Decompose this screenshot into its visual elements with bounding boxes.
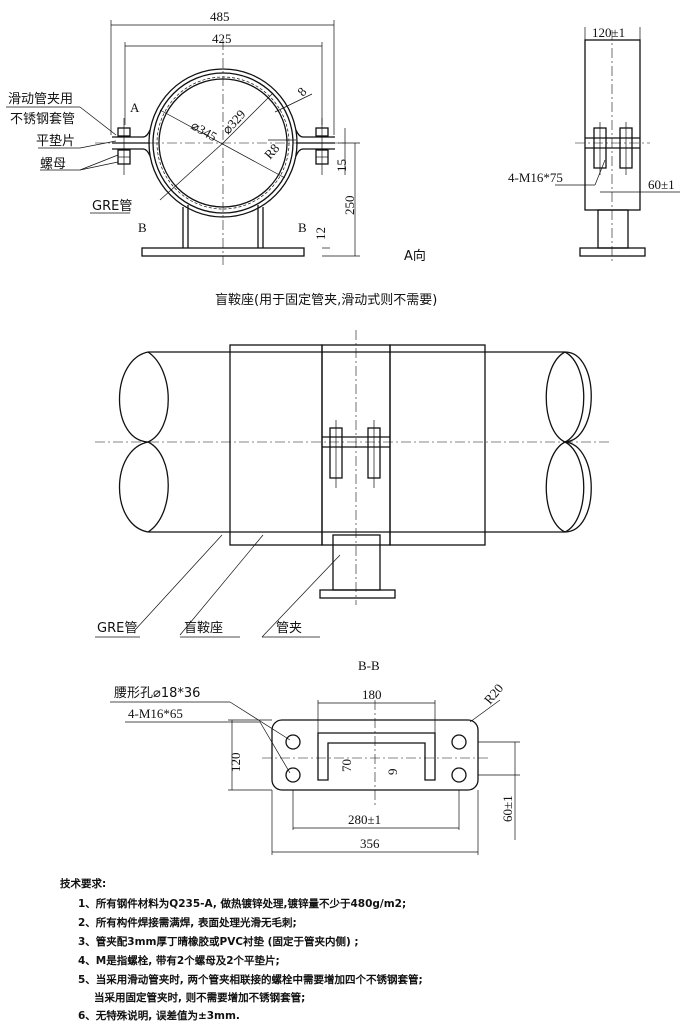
saddle-right: [389, 344, 486, 546]
side-bolt-spec: 4-M16*75: [508, 170, 563, 185]
label-sleeve-line1: 滑动管夹用: [8, 92, 73, 107]
label-clamp: 管夹: [276, 621, 302, 636]
slot-holes: [285, 734, 467, 783]
dim-120: 120: [228, 753, 243, 773]
thickness-8: 8: [294, 84, 309, 99]
view-a-title: A向: [404, 248, 426, 264]
section-b-marker-left: B: [138, 220, 147, 235]
side-dim-60: 60±1: [648, 177, 675, 192]
dim-250: 250: [342, 196, 357, 216]
section-bb-title: B-B: [358, 658, 380, 673]
dim-r20: R20: [481, 681, 506, 707]
saddle-left: [229, 344, 323, 546]
label-nut: 螺母: [40, 157, 66, 172]
front-view: 485 425 ⌀345 ⌀329 R8 8 15 250 12 A B B 滑…: [6, 9, 360, 265]
note-item: 5、当采用滑动管夹时, 两个管夹相联接的螺栓中需要增加四个不锈钢套管;: [78, 973, 423, 986]
side-dim-120: 120±1: [592, 25, 625, 40]
dim-60: 60±1: [500, 795, 515, 822]
dim-280: 280±1: [348, 812, 381, 827]
dim-485: 485: [210, 9, 230, 24]
note-item: 6、无特殊说明, 误差值为±3mm.: [78, 1009, 240, 1022]
label-washer: 平垫片: [36, 133, 75, 149]
bolt-left: [117, 118, 131, 175]
note-item: 3、管夹配3mm厚丁晴橡胶或PVC衬垫 (固定于管夹内侧) ;: [78, 935, 359, 948]
dim-15: 15: [334, 159, 349, 172]
plan-view-title: 盲鞍座(用于固定管夹,滑动式则不需要): [215, 292, 437, 308]
bb-bolt-spec: 4-M16*65: [128, 706, 183, 721]
note-item: 4、M是指螺栓, 带有2个螺母及2个平垫片;: [78, 954, 280, 967]
section-b-marker-right: B: [298, 220, 307, 235]
dim-12: 12: [313, 227, 328, 240]
plan-view: 盲鞍座(用于固定管夹,滑动式则不需要) GRE管 盲鞍座 管夹: [95, 292, 610, 638]
note-item: 1、所有钢件材料为Q235-A, 做热镀锌处理,镀锌量不少于480g/m2;: [78, 897, 406, 910]
label-sleeve-line2: 不锈钢套管: [10, 111, 75, 127]
bolt-right: [315, 118, 329, 175]
radius-r8: R8: [261, 141, 282, 162]
dim-356: 356: [360, 836, 380, 851]
technical-requirements: 技术要求: 1、所有钢件材料为Q235-A, 做热镀锌处理,镀锌量不少于480g…: [60, 877, 423, 1022]
note-item: 2、所有构件焊接需满焊, 表面处理光滑无毛刺;: [78, 916, 297, 929]
dim-70: 70: [339, 759, 354, 772]
section-b-b: B-B 腰形孔⌀18*36 4-M16*65 180 R20 120 70 9 …: [110, 658, 520, 855]
note-item: 当采用固定管夹时, 则不需要增加不锈钢套管;: [94, 991, 305, 1004]
label-saddle: 盲鞍座: [184, 620, 223, 636]
label-gre-pipe-plan: GRE管: [97, 621, 137, 636]
dim-9: 9: [385, 769, 400, 776]
notes-heading: 技术要求:: [60, 877, 106, 890]
dim-180: 180: [362, 687, 382, 702]
label-gre-pipe: GRE管: [92, 199, 132, 214]
slot-spec: 腰形孔⌀18*36: [114, 686, 200, 701]
dim-425: 425: [212, 31, 232, 46]
section-a-marker: A: [130, 100, 140, 115]
side-view-a: 120±1 4-M16*75 60±1 A向: [404, 25, 680, 264]
